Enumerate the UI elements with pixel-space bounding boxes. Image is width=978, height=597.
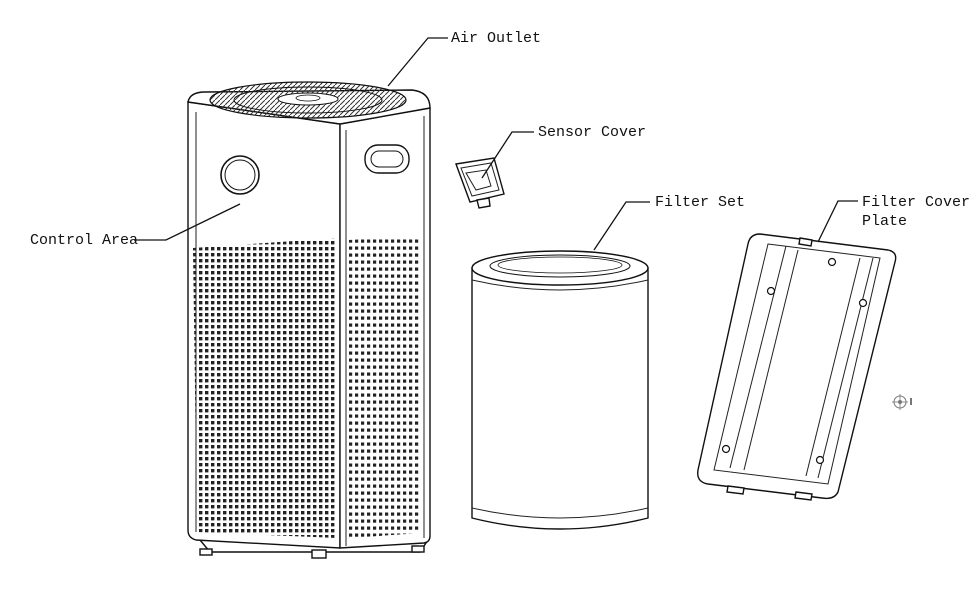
leader-air-outlet bbox=[387, 37, 448, 87]
label-sensor-cover: Sensor Cover bbox=[538, 124, 646, 141]
filter-cover-plate-part bbox=[697, 233, 897, 501]
label-air-outlet: Air Outlet bbox=[451, 30, 541, 47]
purifier-foot bbox=[199, 548, 213, 556]
leader-control-area bbox=[134, 203, 241, 241]
purifier-unit bbox=[187, 81, 431, 559]
purifier-foot bbox=[411, 545, 425, 553]
leader-sensor-cover bbox=[481, 131, 534, 179]
label-filter-cover-plate: Filter Cover bbox=[862, 194, 970, 211]
side-intake-grille bbox=[349, 236, 421, 538]
label-control-area: Control Area bbox=[30, 232, 138, 249]
front-intake-grille bbox=[193, 238, 337, 538]
side-handle bbox=[364, 144, 410, 174]
control-button bbox=[220, 155, 260, 195]
leader-filter-cover-plate bbox=[817, 200, 858, 243]
leader-filter-set bbox=[593, 201, 650, 251]
filter-set-part bbox=[471, 250, 649, 530]
leader-lines bbox=[134, 37, 858, 251]
label-filter-cover-plate-line2: Plate bbox=[862, 213, 907, 230]
label-filter-set: Filter Set bbox=[655, 194, 745, 211]
sensor-cover-part bbox=[455, 157, 505, 209]
screw-symbol-icon bbox=[892, 394, 912, 410]
purifier-foot bbox=[311, 549, 327, 559]
